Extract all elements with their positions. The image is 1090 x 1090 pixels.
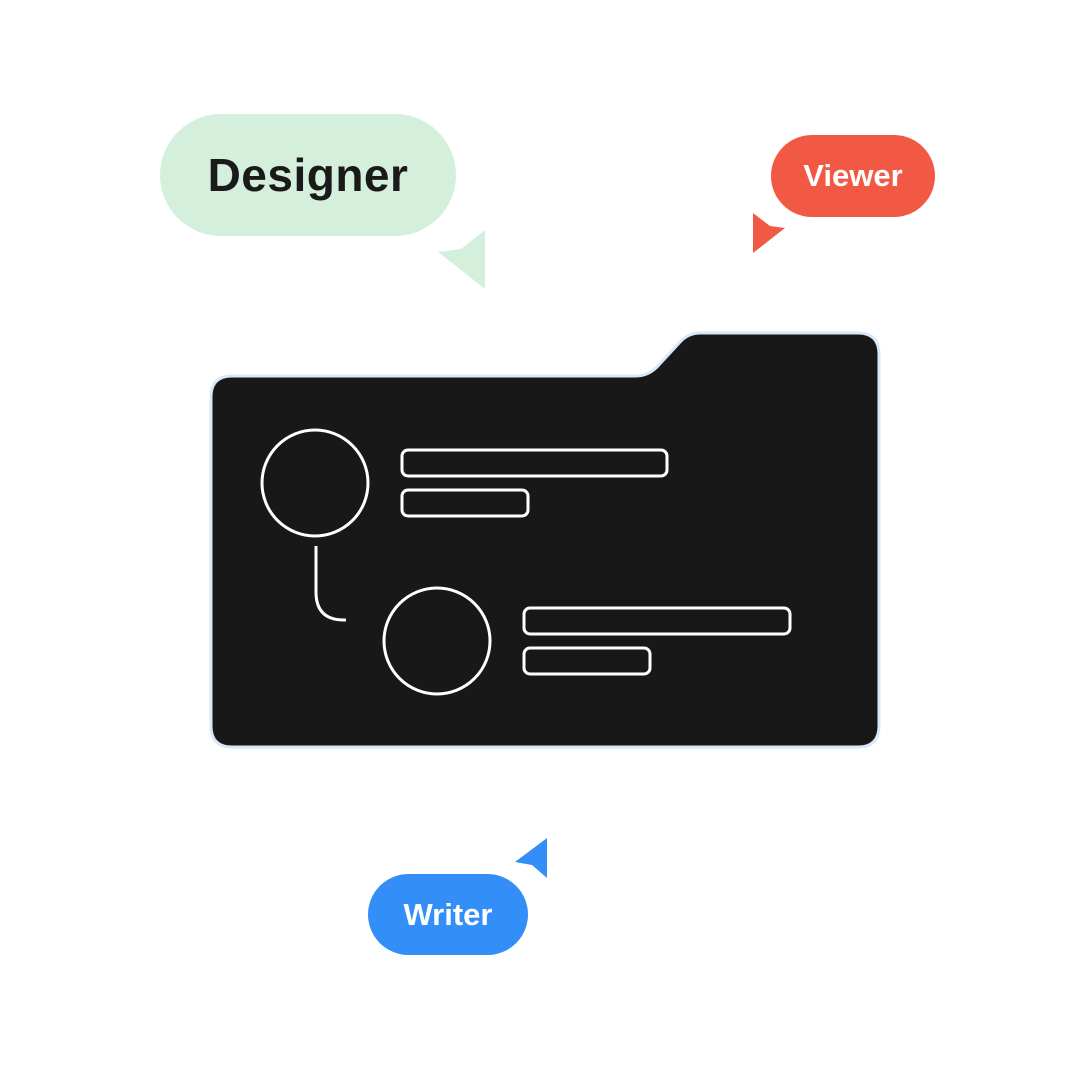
designer-label: Designer (207, 149, 409, 201)
text-line-placeholder (522, 646, 652, 676)
writer-label: Writer (403, 896, 493, 932)
avatar-icon (382, 586, 492, 696)
viewer-label-pill: Viewer (771, 135, 935, 217)
text-line-placeholder (400, 488, 530, 518)
text-line-placeholder (522, 606, 792, 636)
designer-cursor-icon (438, 230, 485, 289)
viewer-label: Viewer (803, 158, 903, 193)
writer-label-pill: Writer (368, 874, 528, 955)
avatar-icon (260, 428, 370, 538)
folder-icon (209, 331, 881, 749)
writer-cursor-icon (515, 838, 547, 878)
thread-connector-line (314, 546, 346, 622)
designer-label-pill: Designer (160, 114, 456, 236)
viewer-cursor-icon (753, 213, 785, 253)
text-line-placeholder (400, 448, 669, 478)
